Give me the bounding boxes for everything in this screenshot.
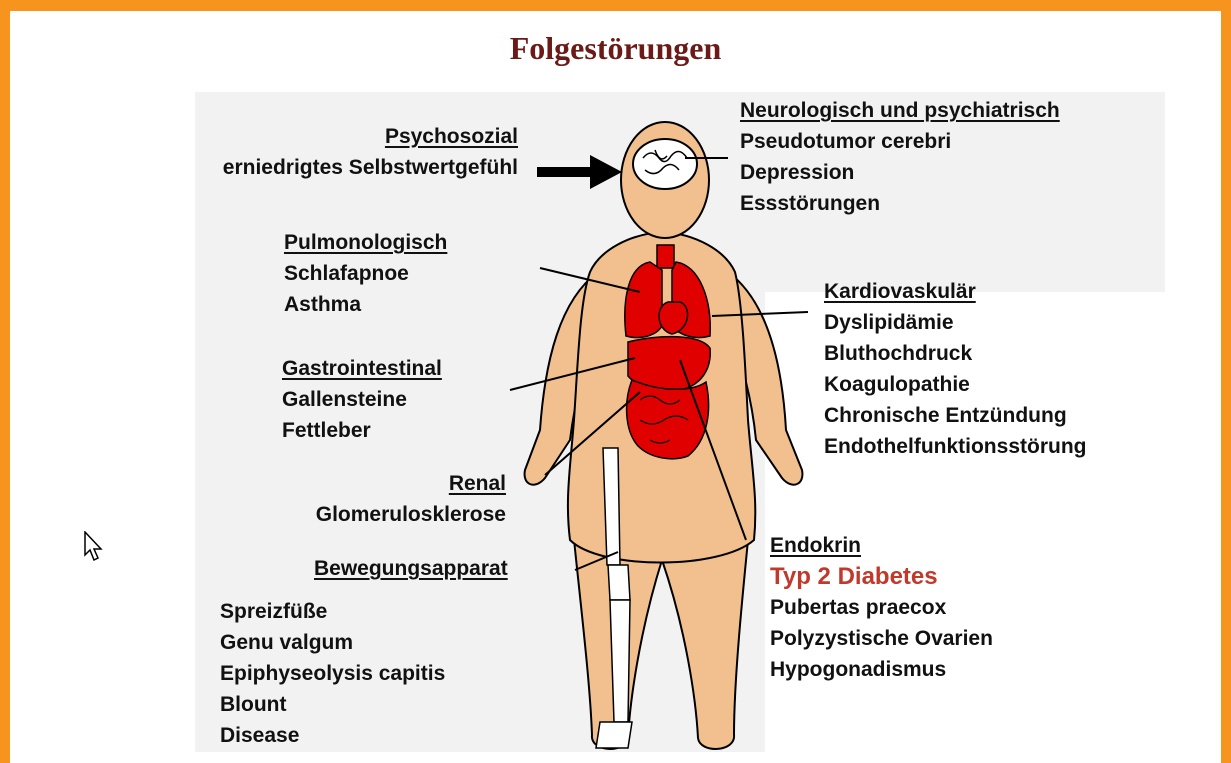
- heading-psychosozial: Psychosozial: [100, 121, 518, 152]
- group-neurologisch: Neurologisch und psychiatrisch Pseudotum…: [740, 95, 1060, 219]
- item: erniedrigtes Selbstwertgefühl: [100, 152, 518, 183]
- mouse-cursor-icon: [84, 531, 106, 565]
- item: Pseudotumor cerebri: [740, 126, 1060, 157]
- liver-stomach: [628, 337, 710, 391]
- brain-icon: [633, 139, 697, 189]
- heading-gastrointestinal: Gastrointestinal: [282, 353, 442, 384]
- group-endokrin: Endokrin Typ 2 Diabetes Pubertas praecox…: [770, 530, 993, 685]
- item: Glomerulosklerose: [200, 499, 506, 530]
- highlight-typ2-diabetes: Typ 2 Diabetes: [770, 561, 993, 592]
- item: Spreizfüße: [220, 596, 445, 627]
- heading-neurologisch: Neurologisch und psychiatrisch: [740, 95, 1060, 126]
- item: Fettleber: [282, 415, 442, 446]
- group-gastrointestinal: Gastrointestinal Gallensteine Fettleber: [282, 353, 442, 446]
- item: Blount: [220, 689, 445, 720]
- heading-endokrin: Endokrin: [770, 530, 993, 561]
- heading-renal: Renal: [200, 468, 506, 499]
- item: Dyslipidämie: [824, 307, 1086, 338]
- item: Depression: [740, 157, 1060, 188]
- group-bewegungsapparat-heading: Bewegungsapparat: [314, 553, 508, 584]
- heading-pulmonologisch: Pulmonologisch: [284, 227, 447, 258]
- item: Gallensteine: [282, 384, 442, 415]
- item: Pubertas praecox: [770, 592, 993, 623]
- item: Koagulopathie: [824, 369, 1086, 400]
- group-bewegungsapparat: Spreizfüße Genu valgum Epiphyseolysis ca…: [220, 596, 445, 751]
- item: Chronische Entzündung: [824, 400, 1086, 431]
- arrow-right-icon: [537, 155, 622, 189]
- item: Polyzystische Ovarien: [770, 623, 993, 654]
- item: Endothelfunktionsstörung: [824, 431, 1086, 462]
- item: Genu valgum: [220, 627, 445, 658]
- item: Hypogonadismus: [770, 654, 993, 685]
- item: Asthma: [284, 289, 447, 320]
- item: Epiphyseolysis capitis: [220, 658, 445, 689]
- item: Bluthochdruck: [824, 338, 1086, 369]
- heading-kardiovaskular: Kardiovaskulär: [824, 276, 1086, 307]
- group-psychosozial: Psychosozial erniedrigtes Selbstwertgefü…: [100, 121, 518, 183]
- item: Disease: [220, 720, 445, 751]
- group-kardiovaskular: Kardiovaskulär Dyslipidämie Bluthochdruc…: [824, 276, 1086, 462]
- heading-bewegungsapparat: Bewegungsapparat: [314, 553, 508, 584]
- trachea: [657, 245, 674, 268]
- group-renal: Renal Glomerulosklerose: [200, 468, 506, 530]
- group-pulmonologisch: Pulmonologisch Schlafapnoe Asthma: [284, 227, 447, 320]
- item: Schlafapnoe: [284, 258, 447, 289]
- item: Essstörungen: [740, 188, 1060, 219]
